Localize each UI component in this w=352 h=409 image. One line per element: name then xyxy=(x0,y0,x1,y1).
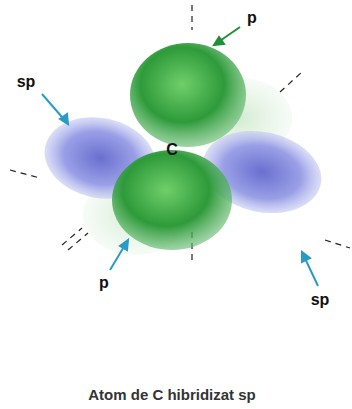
orbital-label: p xyxy=(99,275,109,291)
axes xyxy=(10,5,350,262)
atom-symbol: C xyxy=(166,142,178,158)
orbital-label: p xyxy=(247,10,257,26)
p-lobes xyxy=(112,43,246,250)
orbital-label: sp xyxy=(311,292,330,308)
caption: Atom de C hibridizat sp xyxy=(88,387,256,402)
leader-arrows xyxy=(42,27,318,286)
orbital-label: sp xyxy=(17,74,36,90)
